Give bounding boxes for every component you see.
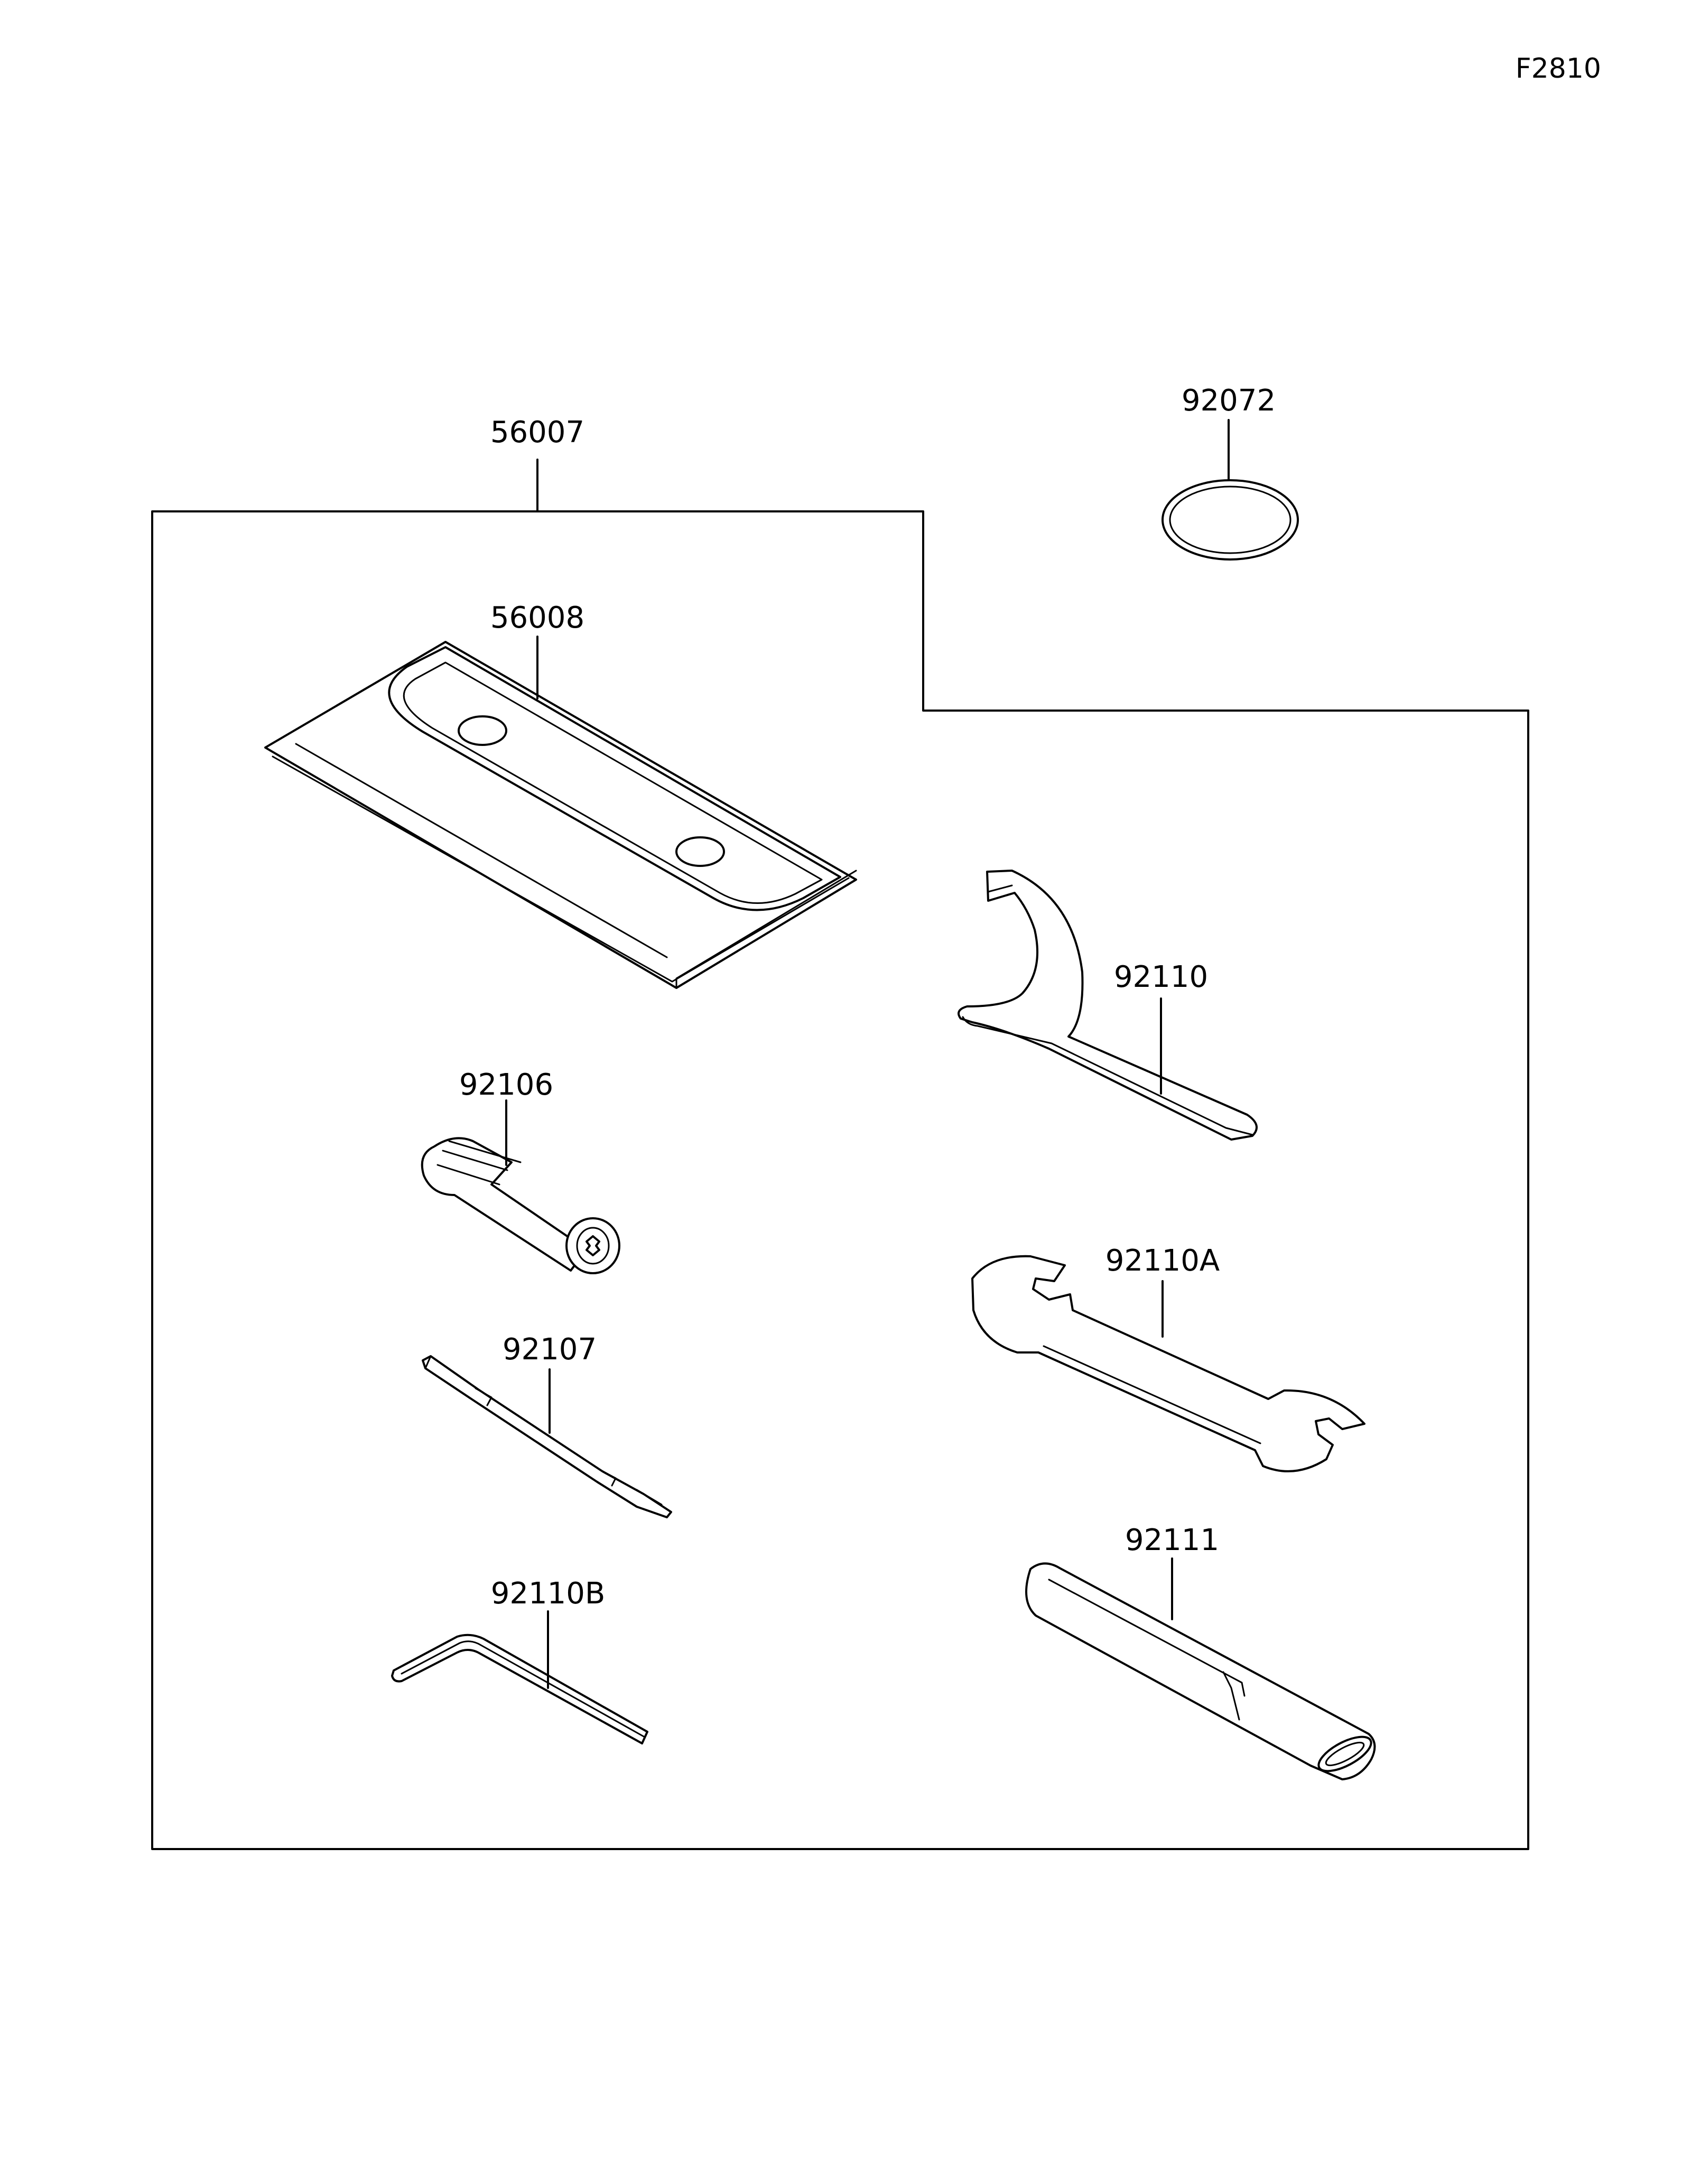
label-92110A: 92110A [1105, 1244, 1220, 1278]
tool-bag-fold-line [295, 743, 668, 958]
tool-bag-body [264, 641, 857, 989]
socket-adapter-flutes [436, 1140, 522, 1186]
screwdriver-bit-details [424, 1355, 663, 1506]
label-56008: 56008 [490, 601, 584, 635]
figure-id: F2810 [1516, 53, 1601, 85]
handle-bar-part: 92111 [1025, 1523, 1376, 1780]
label-92111: 92111 [1125, 1523, 1219, 1557]
handle-bar-end-inner [1325, 1741, 1365, 1767]
label-92106: 92106 [459, 1068, 553, 1102]
label-56007: 56007 [490, 415, 584, 450]
open-end-wrench-edge [1043, 1345, 1261, 1444]
snap-button-lower [675, 836, 725, 867]
hex-key-edge [401, 1640, 646, 1738]
open-end-wrench-part: 92110A [971, 1244, 1365, 1472]
handle-bar-body [1025, 1562, 1376, 1780]
hook-wrench-body [958, 870, 1258, 1141]
label-92110: 92110 [1114, 960, 1208, 994]
open-end-wrench-body [971, 1255, 1365, 1472]
tool-kit-boundary [151, 510, 1529, 1850]
hex-key-body [391, 1634, 648, 1744]
label-92107: 92107 [503, 1332, 597, 1367]
socket-adapter-hex [586, 1235, 600, 1256]
handle-bar-end-outer [1317, 1735, 1372, 1772]
band-part: 92072 [1162, 384, 1299, 561]
hook-wrench-tip [987, 884, 1013, 902]
handle-bar-edges [1048, 1579, 1246, 1721]
label-92072: 92072 [1182, 384, 1276, 418]
tool-bag-part: 56008 [264, 601, 857, 989]
socket-adapter-part: 92106 [421, 1068, 620, 1274]
socket-adapter-shaft [421, 1137, 588, 1272]
tool-bag-flap [388, 646, 841, 911]
screwdriver-bit-part: 92107 [422, 1332, 672, 1518]
socket-adapter-recess [576, 1227, 610, 1265]
tool-kit-group: 56007 [151, 415, 1529, 1850]
tool-bag-flap-stitch [403, 661, 823, 904]
screwdriver-bit-body [422, 1355, 672, 1518]
hook-wrench-part: 92110 [958, 870, 1258, 1141]
band-outer-ring [1162, 479, 1299, 561]
snap-button-upper [458, 715, 507, 746]
socket-adapter-head [565, 1217, 620, 1274]
hook-wrench-edge [962, 1016, 1253, 1136]
band-inner-ring [1169, 486, 1292, 554]
tool-bag-side [675, 870, 857, 989]
tool-bag-edge [272, 755, 850, 983]
hex-key-part: 92110B [391, 1576, 648, 1744]
label-92110B: 92110B [491, 1576, 606, 1611]
